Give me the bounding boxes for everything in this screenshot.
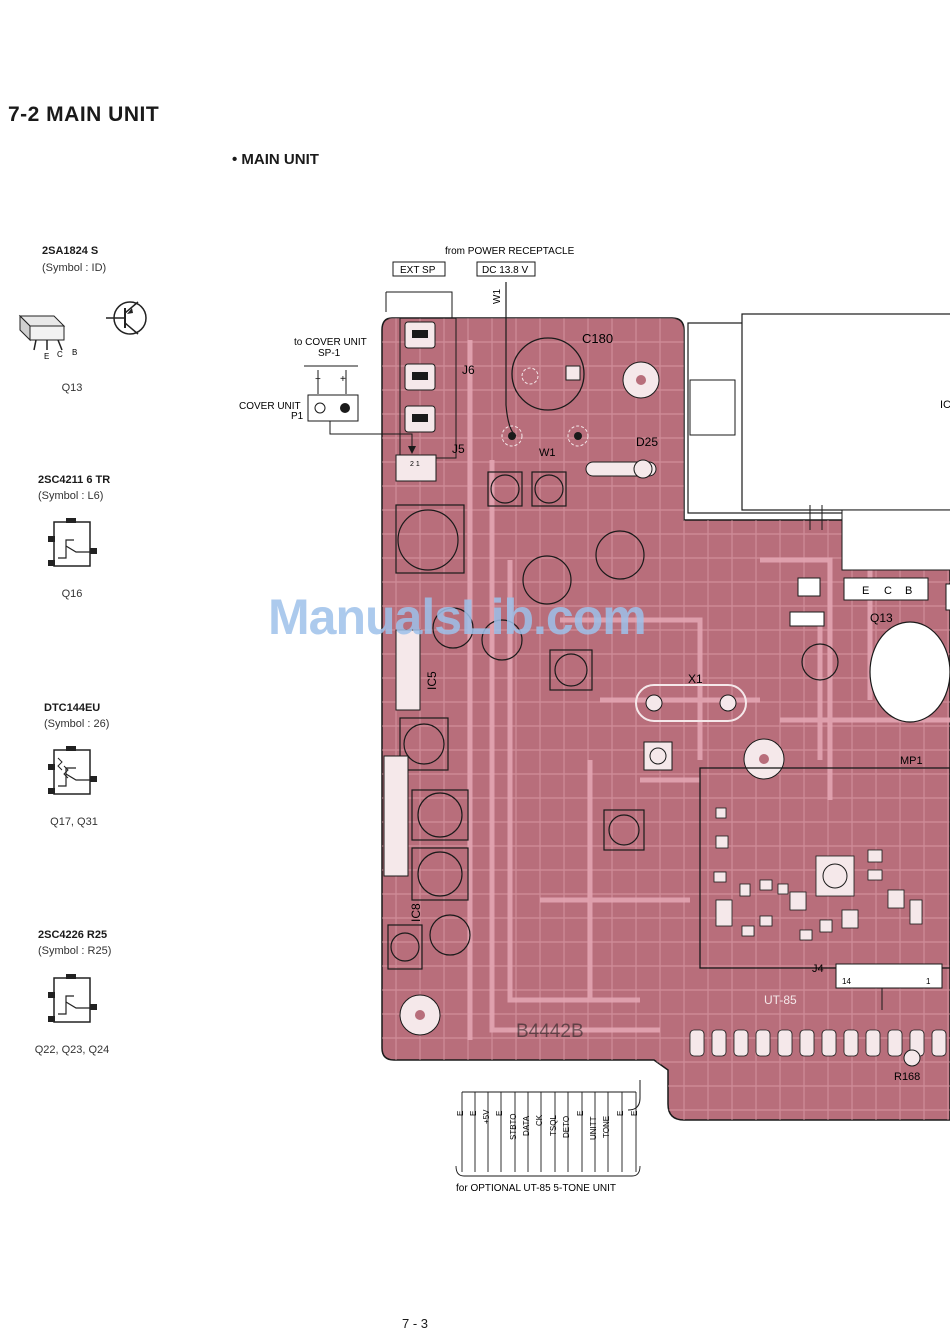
pin-c: C	[57, 350, 63, 359]
mounting-holes	[399, 361, 785, 1036]
w1-label: W1	[539, 447, 556, 459]
transistor-name: 2SC4226 R25	[38, 929, 108, 941]
svg-text:14: 14	[842, 977, 851, 986]
x1-label: X1	[688, 672, 703, 686]
board-cutout	[869, 621, 950, 723]
transistor-ref: Q13	[61, 382, 83, 394]
svg-text:E: E	[456, 1111, 465, 1116]
pnp-symbol-icon	[106, 301, 147, 335]
board-code: B4442B	[516, 1021, 584, 1042]
ext-sp-label: EXT SP	[400, 265, 436, 276]
pin-e: E	[44, 352, 49, 361]
q13-transistor	[843, 577, 929, 601]
cover-unit-label: to COVER UNIT	[294, 337, 367, 348]
pin-b: B	[72, 348, 77, 357]
transistor-name: 2SC4211 6 TR	[38, 474, 111, 486]
j6-connector	[399, 317, 457, 459]
ic5-label: IC5	[425, 671, 439, 690]
cover-unit-p1-label: COVER UNIT	[239, 401, 301, 412]
svg-text:E: E	[630, 1111, 639, 1116]
sub-title: • MAIN UNIT	[232, 151, 319, 168]
pcb-traces	[467, 340, 950, 1040]
svg-text:E: E	[495, 1111, 504, 1116]
svg-text:TSQL: TSQL	[549, 1115, 558, 1136]
svg-text:+5V: +5V	[482, 1109, 491, 1124]
transistor-ref: Q17, Q31	[50, 816, 98, 828]
ut85-label: UT-85	[764, 993, 797, 1007]
page-number: 7 - 3	[402, 1316, 429, 1331]
transistor-symbol: (Symbol : ID)	[42, 262, 107, 274]
power-receptacle-note: from POWER RECEPTACLE	[445, 246, 575, 257]
svg-text:E: E	[862, 585, 869, 597]
svg-text:E: E	[616, 1111, 625, 1116]
connector-pin-labels: E E +5V E STBTO DATA CK TSQL DETO E UNIT…	[456, 1109, 639, 1140]
transistor-ref: Q22, Q23, Q24	[34, 1044, 110, 1056]
ext-sp-box	[392, 261, 446, 277]
svg-text:P1: P1	[291, 411, 304, 422]
x1-crystal	[635, 684, 747, 722]
j5-label: J5	[452, 442, 465, 456]
svg-text:DATA: DATA	[522, 1115, 531, 1136]
mp1-shield	[699, 767, 950, 969]
svg-text:E: E	[576, 1111, 585, 1116]
ic8-chip	[383, 755, 409, 877]
j6-label: J6	[462, 363, 475, 377]
transistor-symbol: (Symbol : 26)	[44, 718, 110, 730]
ic-label: IC	[940, 399, 950, 411]
ic5-chip	[395, 629, 421, 711]
j5-connector	[395, 454, 437, 482]
svg-text:UNITT: UNITT	[589, 1116, 598, 1140]
svg-text:TONE: TONE	[602, 1116, 611, 1138]
svg-text:DETO: DETO	[562, 1116, 571, 1138]
w1-vertical-label: W1	[492, 289, 503, 304]
mp1-label: MP1	[900, 755, 923, 767]
dc-box	[476, 261, 536, 277]
svg-text:+: +	[340, 374, 346, 385]
transistor-name: 2SA1824 S	[42, 245, 99, 257]
watermark: ManualsLib.com	[268, 589, 647, 645]
svg-text:STBTO: STBTO	[509, 1113, 518, 1140]
q13-label: Q13	[870, 611, 893, 625]
ut85-pad-row	[689, 1029, 947, 1057]
section-title: 7-2 MAIN UNIT	[8, 103, 160, 126]
sp1-label: SP-1	[318, 348, 341, 359]
dc-label: DC 13.8 V	[482, 265, 528, 276]
optional-unit-note: for OPTIONAL UT-85 5-TONE UNIT	[456, 1183, 616, 1194]
smd-transistor-icon	[48, 518, 97, 567]
transistor-symbol: (Symbol : L6)	[38, 490, 104, 502]
svg-text:2 1: 2 1	[410, 461, 420, 468]
svg-text:E: E	[469, 1111, 478, 1116]
capacitors	[387, 471, 839, 970]
transistor-name: DTC144EU	[44, 702, 101, 714]
ut85-connector-lines	[455, 1091, 641, 1177]
r168-label: R168	[894, 1071, 920, 1083]
svg-text:B: B	[905, 585, 912, 597]
c180-label: C180	[582, 331, 613, 346]
j4-label: J4	[812, 963, 824, 975]
transistor-ref: Q16	[61, 588, 83, 600]
ic8-label: IC8	[409, 903, 423, 922]
transistor-package-icon: E C B	[18, 301, 147, 361]
d25-label: D25	[636, 435, 658, 449]
svg-text:C: C	[884, 585, 892, 597]
svg-text:CK: CK	[535, 1114, 544, 1126]
svg-text:1: 1	[926, 977, 931, 986]
digital-transistor-icon	[48, 746, 97, 795]
smd-components	[713, 807, 923, 941]
transistor-symbol: (Symbol : R25)	[38, 945, 112, 957]
smd-transistor-icon	[48, 974, 97, 1023]
c180-capacitor	[511, 337, 585, 411]
j4-connector	[835, 963, 943, 989]
